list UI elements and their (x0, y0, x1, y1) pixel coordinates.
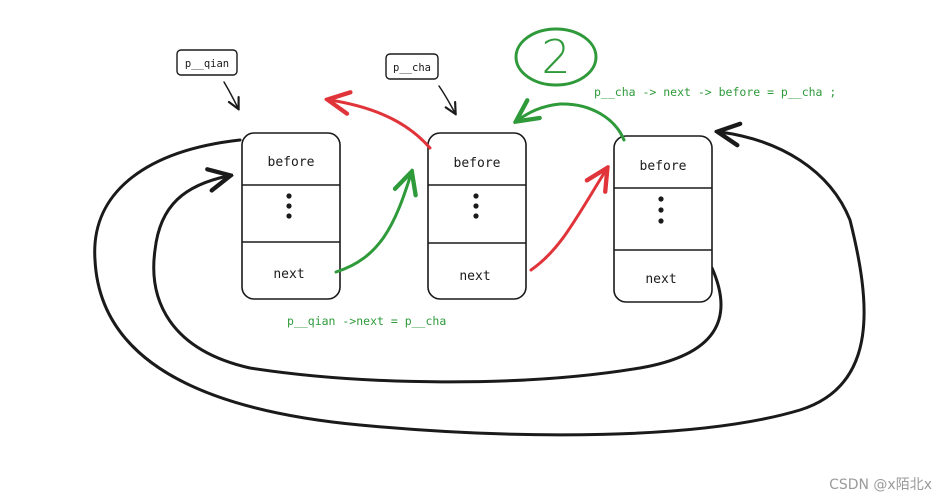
node-left-before: before (268, 155, 315, 170)
step-number: 2 (541, 30, 570, 84)
node-left-next: next (273, 267, 304, 282)
p-qian-text: p__qian (185, 58, 229, 70)
green-arrow-left-next-to-middle (334, 174, 411, 274)
bottom-code-annotation: p__qian ->next = p__cha (287, 314, 446, 328)
p-cha-pointer-arrow (438, 85, 455, 113)
step-marker: 2 (514, 27, 598, 87)
inner-loop-arrow (152, 176, 723, 384)
top-code-annotation: p__cha -> next -> before = p__cha ; (594, 85, 836, 99)
node-middle-next: next (459, 269, 490, 284)
p-qian-pointer-arrow (223, 81, 238, 108)
node-right (613, 135, 713, 303)
green-arrow-right-before-to-middle (518, 104, 626, 142)
p-cha-label: p__cha (385, 53, 439, 80)
red-arrow-middle-next-to-right (529, 170, 606, 272)
p-cha-text: p__cha (393, 62, 431, 74)
node-right-before: before (640, 159, 687, 174)
node-right-next: next (645, 272, 676, 287)
node-middle-before: before (454, 156, 501, 171)
watermark: CSDN @x陌北x (829, 477, 932, 493)
node-left (241, 132, 341, 300)
red-arrow-middle-before-to-left (330, 100, 432, 150)
p-qian-label: p__qian (176, 49, 238, 76)
outer-loop-arrow (93, 132, 866, 437)
node-middle (427, 132, 527, 300)
